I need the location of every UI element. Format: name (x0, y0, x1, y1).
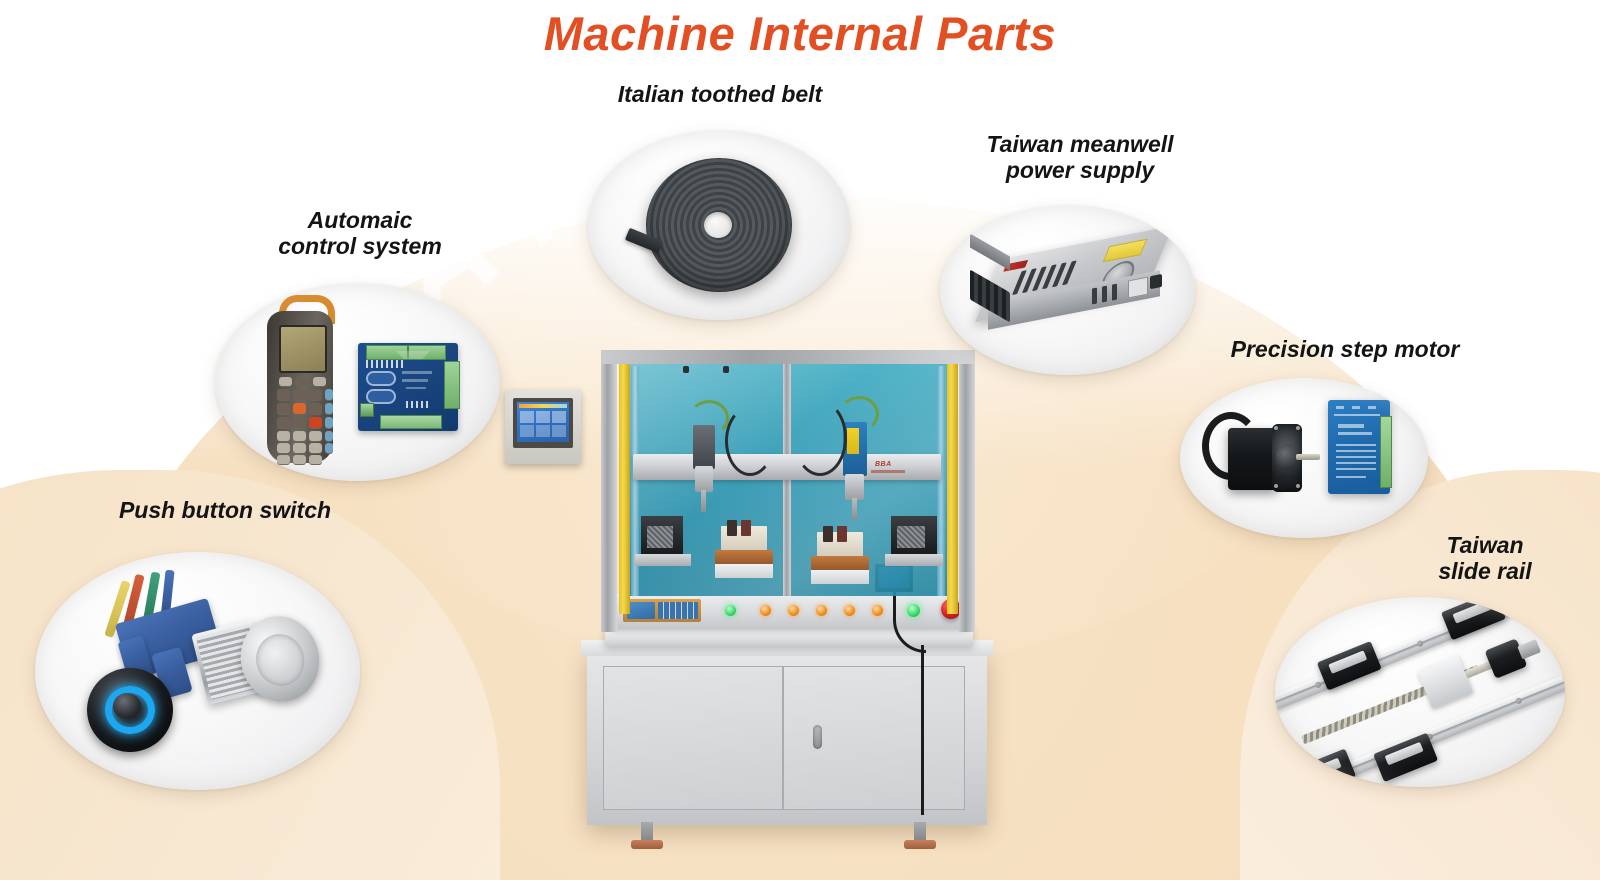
machine-safety-curtain-left (619, 364, 630, 614)
machine-cabinet-door-right[interactable] (783, 666, 965, 810)
machine-door-stop-2 (723, 366, 729, 373)
machine-slide-pad-left (715, 564, 773, 578)
belt-coil-hole (704, 212, 732, 238)
machine-hmi-tile-6 (552, 425, 566, 437)
machine-cabinet-door-left[interactable] (603, 666, 783, 810)
panel-keypad-keys[interactable] (658, 602, 698, 619)
push-button-icon (87, 569, 345, 754)
machine-frame-post-left (601, 352, 617, 632)
machine-cable-loop-right (793, 400, 847, 476)
servo-driver-icon (1328, 400, 1392, 494)
panel-lamp-orange-1[interactable] (760, 605, 771, 616)
caption-push-button-switch: Push button switch (118, 497, 332, 523)
machine-workpiece-right-1 (823, 526, 833, 542)
machine-door-rail-right (937, 366, 945, 596)
machine-foot-left (641, 822, 653, 844)
power-supply-icon (970, 225, 1173, 340)
machine-illustration: BBA (505, 340, 1000, 865)
machine-feeder-base-right (885, 554, 943, 566)
machine-hmi-tile-4 (520, 425, 534, 437)
caption-italian-toothed-belt: Italian toothed belt (617, 81, 823, 107)
ball-screw-coupler-cap (1517, 638, 1542, 660)
ball-screw-nut (1417, 655, 1474, 709)
machine-brand-subtext (871, 470, 905, 473)
panel-lamp-orange-3[interactable] (816, 605, 827, 616)
machine-workpiece-left-1 (727, 520, 737, 536)
slide-block-front-2 (1373, 732, 1439, 783)
linear-slide-rail-icon (1275, 597, 1565, 787)
slide-block-rear-2 (1440, 597, 1506, 641)
machine-brand-logo: BBA (875, 461, 892, 468)
panel-lamp-orange-2[interactable] (788, 605, 799, 616)
panel-lamp-orange-5[interactable] (872, 605, 883, 616)
motor-body (1228, 428, 1278, 490)
machine-slide-pad-right (811, 570, 869, 584)
machine-foot-pad-left (631, 840, 663, 849)
machine-feeder-rail-left (647, 526, 673, 548)
machine-door-stop-1 (683, 366, 689, 373)
panel-lamp-orange-4[interactable] (844, 605, 855, 616)
part-bubble-italian-toothed-belt (588, 130, 850, 320)
page-title: Machine Internal Parts (543, 7, 1057, 60)
caption-precision-step-motor: Precision step motor (1230, 336, 1460, 362)
panel-lamp-green-1[interactable] (725, 605, 736, 616)
machine-gantry-beam (633, 454, 941, 480)
control-board-icon (358, 343, 460, 431)
machine-feeder-base-left (635, 554, 691, 566)
machine-workpiece-right-2 (837, 526, 847, 542)
machine-frame-post-right (959, 352, 975, 632)
machine-hmi-tile-1 (520, 411, 534, 423)
part-bubble-power-supply (940, 205, 1195, 375)
handheld-controller-icon (263, 295, 343, 467)
machine-workpiece-left-2 (741, 520, 751, 536)
machine-power-cord-tail (921, 645, 924, 815)
stepper-motor-icon (1202, 412, 1320, 502)
motor-shaft (1296, 454, 1320, 460)
machine-fixture-base-left (715, 550, 773, 564)
machine-hmi-tile-2 (536, 411, 550, 423)
machine-foot-pad-right (904, 840, 936, 849)
led-push-button-icon[interactable] (87, 668, 173, 752)
caption-taiwan-meanwell-power-supply: Taiwan meanwell power supply (986, 131, 1174, 183)
machine-bench (605, 626, 973, 646)
machine-hmi-tile-3 (552, 411, 566, 423)
part-bubble-step-motor (1180, 378, 1428, 538)
machine-center-divider (783, 364, 791, 596)
pendant-screen (279, 325, 327, 373)
machine-feeder-rail-right (897, 526, 925, 548)
machine-safety-curtain-right (947, 364, 958, 614)
machine-frame-top-rail (601, 350, 975, 364)
caption-taiwan-slide-rail: Taiwan slide rail (1438, 532, 1532, 584)
part-bubble-push-button (35, 552, 360, 790)
motor-boss (1276, 444, 1298, 470)
machine-door-rail-left (631, 366, 639, 596)
machine-fixture-base-right (811, 556, 869, 570)
psu-left-side (970, 233, 1010, 271)
machine-cable-loop-left (725, 406, 775, 476)
machine-screwdriver-bit-left (701, 490, 706, 512)
machine-air-hose-left (689, 400, 729, 436)
machine-screwdriver-bit-right (852, 498, 857, 520)
slide-block-front-1 (1291, 748, 1357, 787)
machine-foot-right (914, 822, 926, 844)
part-bubble-control-system (215, 283, 500, 481)
panel-keypad-display (627, 602, 655, 619)
machine-spindle-collar-right (845, 474, 864, 500)
machine-spindle-collar-left (695, 466, 713, 492)
slide-block-rear-1 (1316, 641, 1382, 691)
machine-hmi-menubar (519, 404, 567, 408)
machine-door-handle[interactable] (813, 725, 822, 749)
machine-hmi-tile-5 (536, 425, 550, 437)
caption-automaic-control-system: Automaic control system (278, 207, 442, 259)
part-bubble-slide-rail (1275, 597, 1565, 787)
